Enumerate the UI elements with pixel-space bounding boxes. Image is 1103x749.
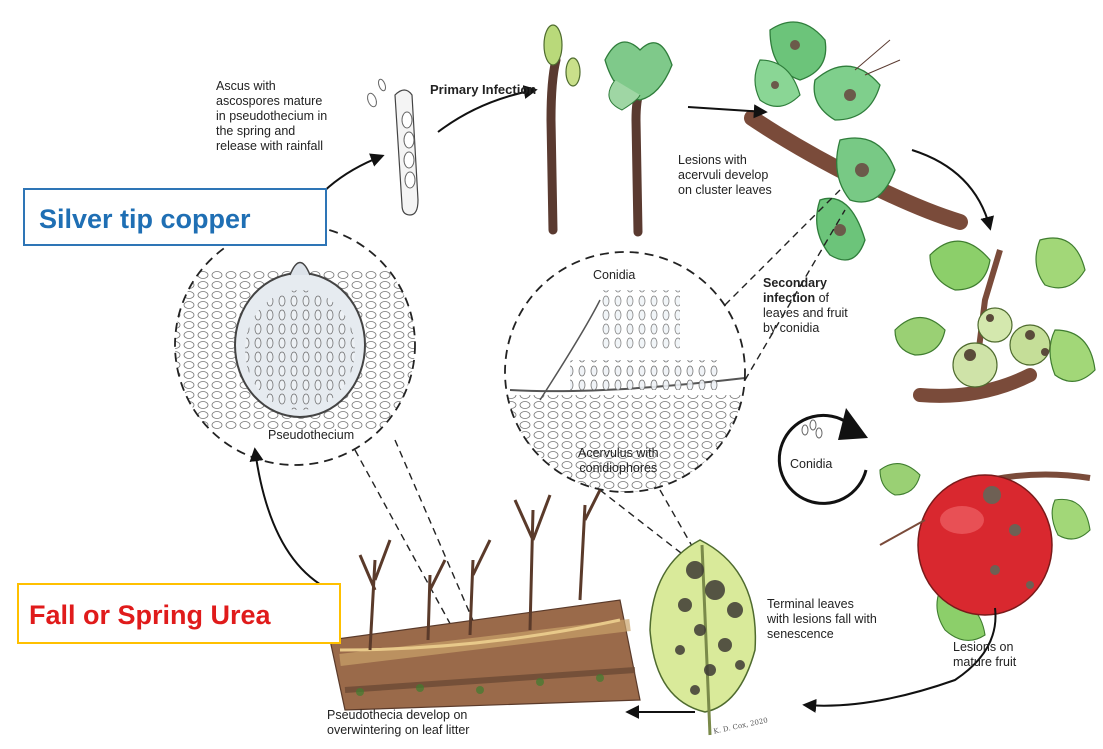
silver-tip-copper-text: Silver tip copper <box>39 204 251 234</box>
acervulus-label: Acervulus with conidiophores <box>578 446 659 476</box>
fall-spring-urea-text: Fall or Spring Urea <box>29 600 271 630</box>
lesions-fruit-label: Lesions on mature fruit <box>953 640 1016 670</box>
terminal-leaves-label: Terminal leaves with lesions fall with s… <box>767 597 877 642</box>
silver-tip-copper-callout: Silver tip copper <box>23 188 327 246</box>
arrow-buds-to-leaves <box>688 107 765 112</box>
young-fruit-illustration <box>895 238 1095 396</box>
ascus-illustration <box>366 78 418 215</box>
pseudothecia-develop-label: Pseudothecia develop on overwintering on… <box>327 708 469 738</box>
conidia-cycle-icon <box>779 408 868 503</box>
primary-infection-label: Primary Infection <box>430 82 536 97</box>
secondary-infection-label: Secondary infection of leaves and fruit … <box>763 276 848 336</box>
mature-apple-illustration <box>880 464 1090 641</box>
lesions-cluster-leaves-label: Lesions with acervuli develop on cluster… <box>678 153 772 198</box>
fall-spring-urea-callout: Fall or Spring Urea <box>17 583 341 644</box>
orchard-floor-illustration <box>330 490 640 710</box>
buds-illustration <box>544 25 672 232</box>
pseudothecium-label: Pseudothecium <box>268 428 354 443</box>
conidia-cycle-label: Conidia <box>790 457 832 472</box>
arrow-litter-to-pseudothecium <box>255 450 330 590</box>
conidia-label: Conidia <box>593 268 635 283</box>
ascus-label: Ascus with ascospores mature in pseudoth… <box>216 79 327 154</box>
fallen-leaf-illustration <box>650 540 755 735</box>
cluster-leaves-illustration <box>752 22 960 260</box>
